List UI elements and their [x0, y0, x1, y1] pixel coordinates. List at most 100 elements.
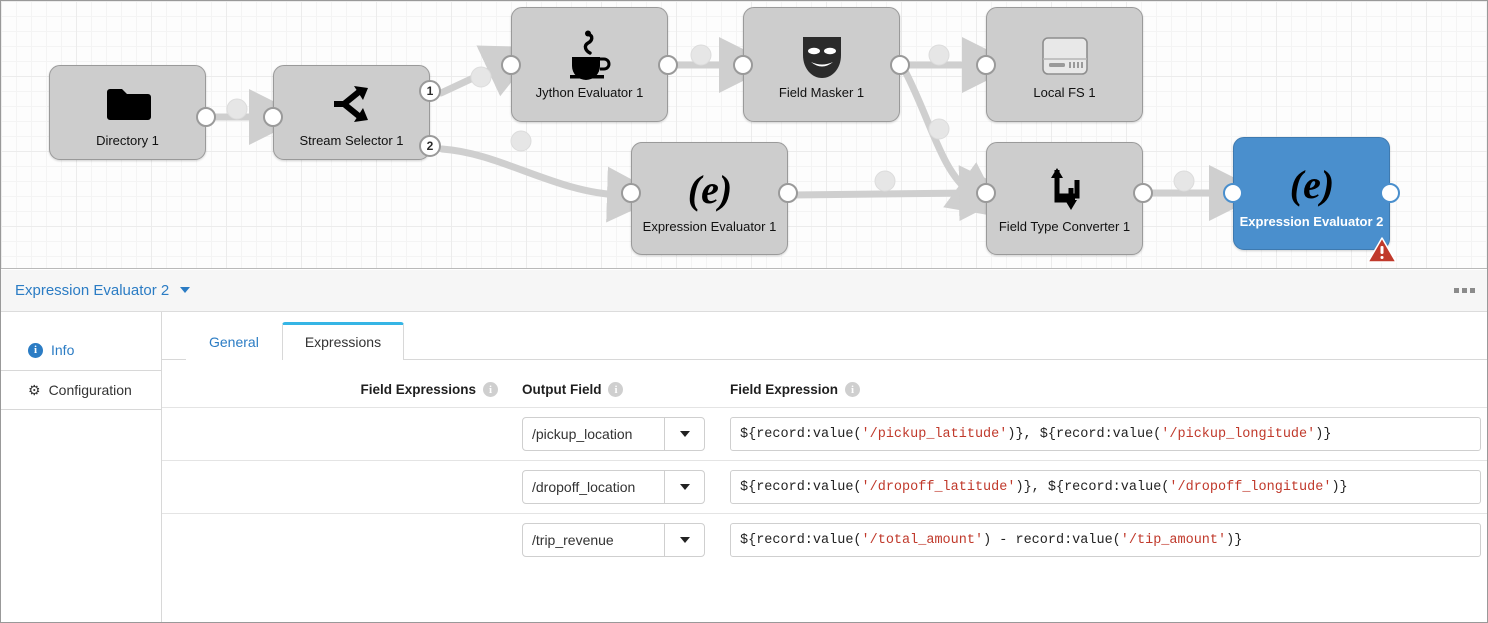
- sidebar-item-info[interactable]: i Info: [1, 330, 161, 370]
- field-expression-row: /trip_revenue ${record:value('/total_amou…: [162, 513, 1487, 566]
- field-expression-rows: /pickup_location${record:value('/pickup_…: [162, 407, 1487, 566]
- expression-string-literal: '/total_amount': [861, 532, 984, 548]
- output-field-select[interactable]: /dropoff_location: [522, 470, 705, 504]
- dot: [1462, 288, 1467, 293]
- more-options-ellipsis-icon[interactable]: [1454, 288, 1475, 293]
- node-label: Expression Evaluator 1: [642, 218, 777, 234]
- expression-text: )}, ${record:value(: [1007, 426, 1162, 442]
- node-output-port[interactable]: [1380, 183, 1400, 203]
- node-input-port[interactable]: [976, 55, 996, 75]
- label-text: Output Field: [522, 382, 602, 397]
- field-expression-input[interactable]: ${record:value('/pickup_latitude')}, ${r…: [730, 417, 1481, 451]
- expression-text: ${record:value(: [740, 426, 862, 442]
- dot: [1454, 288, 1459, 293]
- pipeline-node-jython-evaluator[interactable]: Jython Evaluator 1: [511, 7, 668, 122]
- output-field-value: /dropoff_location: [532, 479, 636, 495]
- output-field-select[interactable]: /trip_revenue: [522, 523, 705, 557]
- expression-string-literal: '/pickup_latitude': [861, 426, 1008, 442]
- node-input-port[interactable]: [976, 183, 996, 203]
- folder-icon: [105, 78, 151, 130]
- pipeline-node-field-type-converter[interactable]: Field Type Converter 1: [986, 142, 1143, 255]
- output-field-select[interactable]: /pickup_location: [522, 417, 705, 451]
- field-expression-input[interactable]: ${record:value('/total_amount') - record…: [730, 523, 1481, 557]
- detail-sidebar: i Info ⚙ Configuration: [1, 312, 162, 622]
- node-output-port[interactable]: [778, 183, 798, 203]
- tab-label: General: [209, 334, 259, 350]
- node-output-port[interactable]: [1133, 183, 1153, 203]
- node-input-port[interactable]: [1223, 183, 1243, 203]
- sidebar-item-label: Info: [51, 342, 75, 358]
- info-circle-gray-icon[interactable]: i: [483, 382, 498, 397]
- node-input-port[interactable]: [621, 183, 641, 203]
- column-header-output-field: Output Field i: [522, 382, 730, 397]
- tab-expressions[interactable]: Expressions: [281, 322, 405, 360]
- expression-string-literal: '/dropoff_latitude': [861, 479, 1016, 495]
- caret: [679, 431, 690, 437]
- node-output-port[interactable]: [196, 107, 216, 127]
- chevron-down-icon[interactable]: [664, 471, 704, 503]
- field-expression-input[interactable]: ${record:value('/dropoff_latitude')}, ${…: [730, 470, 1481, 504]
- output-field-value: /trip_revenue: [532, 532, 614, 548]
- column-header-field-expression: Field Expression i: [730, 382, 1487, 397]
- info-circle-gray-icon[interactable]: i: [845, 382, 861, 397]
- node-output-port-2[interactable]: 2: [419, 135, 441, 157]
- pipeline-node-expression-evaluator-1[interactable]: (e) Expression Evaluator 1: [631, 142, 788, 255]
- chevron-down-icon: [179, 287, 190, 294]
- node-input-port[interactable]: [733, 55, 753, 75]
- port-number: 1: [426, 84, 434, 98]
- svg-text:(e): (e): [1289, 162, 1333, 207]
- expression-string-literal: '/tip_amount': [1120, 532, 1227, 548]
- info-circle-icon: i: [28, 342, 43, 358]
- sidebar-item-configuration[interactable]: ⚙ Configuration: [1, 370, 161, 410]
- field-expressions-section-label: Field Expressions i: [162, 382, 522, 397]
- pipeline-canvas[interactable]: Directory 1 Stream Selector 1 1 2: [1, 1, 1487, 269]
- expression-string-literal: '/dropoff_longitude': [1169, 479, 1332, 495]
- warning-triangle-icon[interactable]: [1367, 237, 1397, 269]
- field-type-converter-icon: [1041, 164, 1089, 216]
- node-output-port-1[interactable]: 1: [419, 80, 441, 102]
- chevron-down-icon[interactable]: [664, 418, 704, 450]
- detail-content: General Expressions Field Expressions i …: [162, 312, 1487, 622]
- node-detail-pane: Expression Evaluator 2 i Info ⚙ Configur…: [1, 270, 1487, 622]
- detail-titlebar: Expression Evaluator 2: [1, 270, 1487, 312]
- tab-bar: General Expressions: [162, 312, 1487, 360]
- expression-text: ) - record:value(: [983, 532, 1121, 548]
- expressions-form: Field Expressions i Output Field i Field…: [162, 360, 1487, 566]
- page-title: Expression Evaluator 2: [15, 281, 170, 299]
- expression-text: )}: [1226, 532, 1243, 548]
- expression-text: ${record:value(: [740, 532, 862, 548]
- label-text: Field Expression: [730, 382, 839, 397]
- jython-coffee-cup-icon: [564, 30, 616, 82]
- node-label: Directory 1: [96, 132, 159, 148]
- sidebar-item-label: Configuration: [48, 382, 132, 398]
- hard-drive-icon: [1037, 30, 1093, 82]
- node-label: Field Masker 1: [778, 84, 865, 100]
- pipeline-node-expression-evaluator-2[interactable]: (e) Expression Evaluator 2: [1233, 137, 1390, 250]
- label-text: Field Expressions: [360, 382, 476, 397]
- expression-text: ${record:value(: [740, 479, 862, 495]
- tab-label: Expressions: [304, 334, 382, 350]
- pipeline-edges: [207, 37, 1265, 223]
- expression-text: )}: [1331, 479, 1348, 495]
- node-input-port[interactable]: [501, 55, 521, 75]
- node-label: Stream Selector 1: [299, 132, 404, 148]
- pipeline-node-directory[interactable]: Directory 1: [49, 65, 206, 160]
- node-output-port[interactable]: [658, 55, 678, 75]
- node-input-port[interactable]: [263, 107, 283, 127]
- gear-icon: ⚙: [28, 382, 41, 398]
- info-circle-gray-icon[interactable]: i: [608, 382, 624, 397]
- pipeline-node-local-fs[interactable]: Local FS 1: [986, 7, 1143, 122]
- caret: [679, 537, 690, 543]
- theater-mask-icon: [797, 30, 847, 82]
- pipeline-node-field-masker[interactable]: Field Masker 1: [743, 7, 900, 122]
- node-label: Jython Evaluator 1: [535, 84, 644, 100]
- chevron-down-icon[interactable]: [664, 524, 704, 556]
- node-label: Expression Evaluator 2: [1239, 213, 1384, 229]
- tab-general[interactable]: General: [186, 324, 282, 360]
- expression-text: )}: [1315, 426, 1332, 442]
- port-number: 2: [426, 139, 434, 153]
- node-output-port[interactable]: [890, 55, 910, 75]
- pipeline-node-stream-selector[interactable]: Stream Selector 1: [273, 65, 430, 160]
- node-label: Local FS 1: [1033, 84, 1096, 100]
- detail-title-dropdown[interactable]: Expression Evaluator 2: [15, 282, 190, 300]
